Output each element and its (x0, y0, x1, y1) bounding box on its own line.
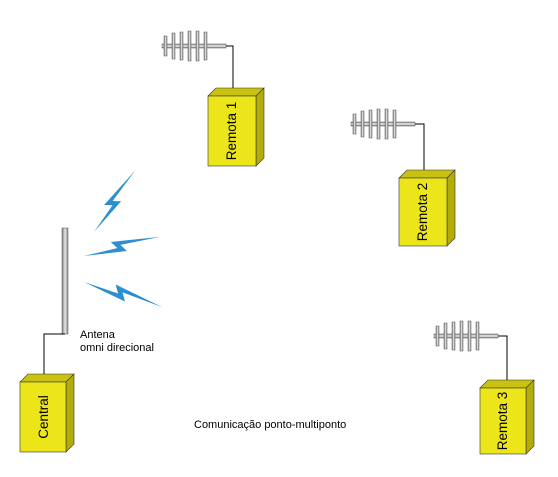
lightning-icon (81, 277, 165, 310)
remota-3-label: Remota 3 (495, 392, 510, 451)
antenna-cable (226, 45, 234, 96)
remota-3-node: Remota 3 (433, 320, 535, 455)
remota-2-node: Remota 2 (350, 108, 456, 247)
central-label: Central (36, 395, 51, 439)
omni-antenna-icon (61, 227, 69, 335)
central-node: Central Antena omni direcional (19, 227, 154, 453)
remota-1-box: Remota 1 (207, 87, 265, 167)
antenna-caption-line-2: omni direcional (80, 342, 154, 354)
central-box: Central (19, 373, 75, 453)
antenna-caption-line-1: Antena (80, 329, 116, 341)
remota-2-label: Remota 2 (415, 183, 430, 242)
radio-signal (81, 164, 165, 310)
remota-1-label: Remota 1 (224, 102, 239, 161)
yagi-antenna-icon (161, 30, 227, 62)
yagi-antenna-icon (433, 320, 499, 352)
yagi-antenna-icon (350, 108, 416, 140)
remota-1-node: Remota 1 (161, 30, 265, 167)
remota-3-box: Remota 3 (479, 379, 535, 455)
remota-2-box: Remota 2 (398, 169, 456, 247)
diagram-caption: Comunicação ponto-multiponto (194, 419, 346, 431)
lightning-icon (90, 164, 138, 237)
antenna-cable (43, 333, 65, 382)
antenna-cable (498, 335, 508, 388)
antenna-cable (415, 123, 425, 178)
